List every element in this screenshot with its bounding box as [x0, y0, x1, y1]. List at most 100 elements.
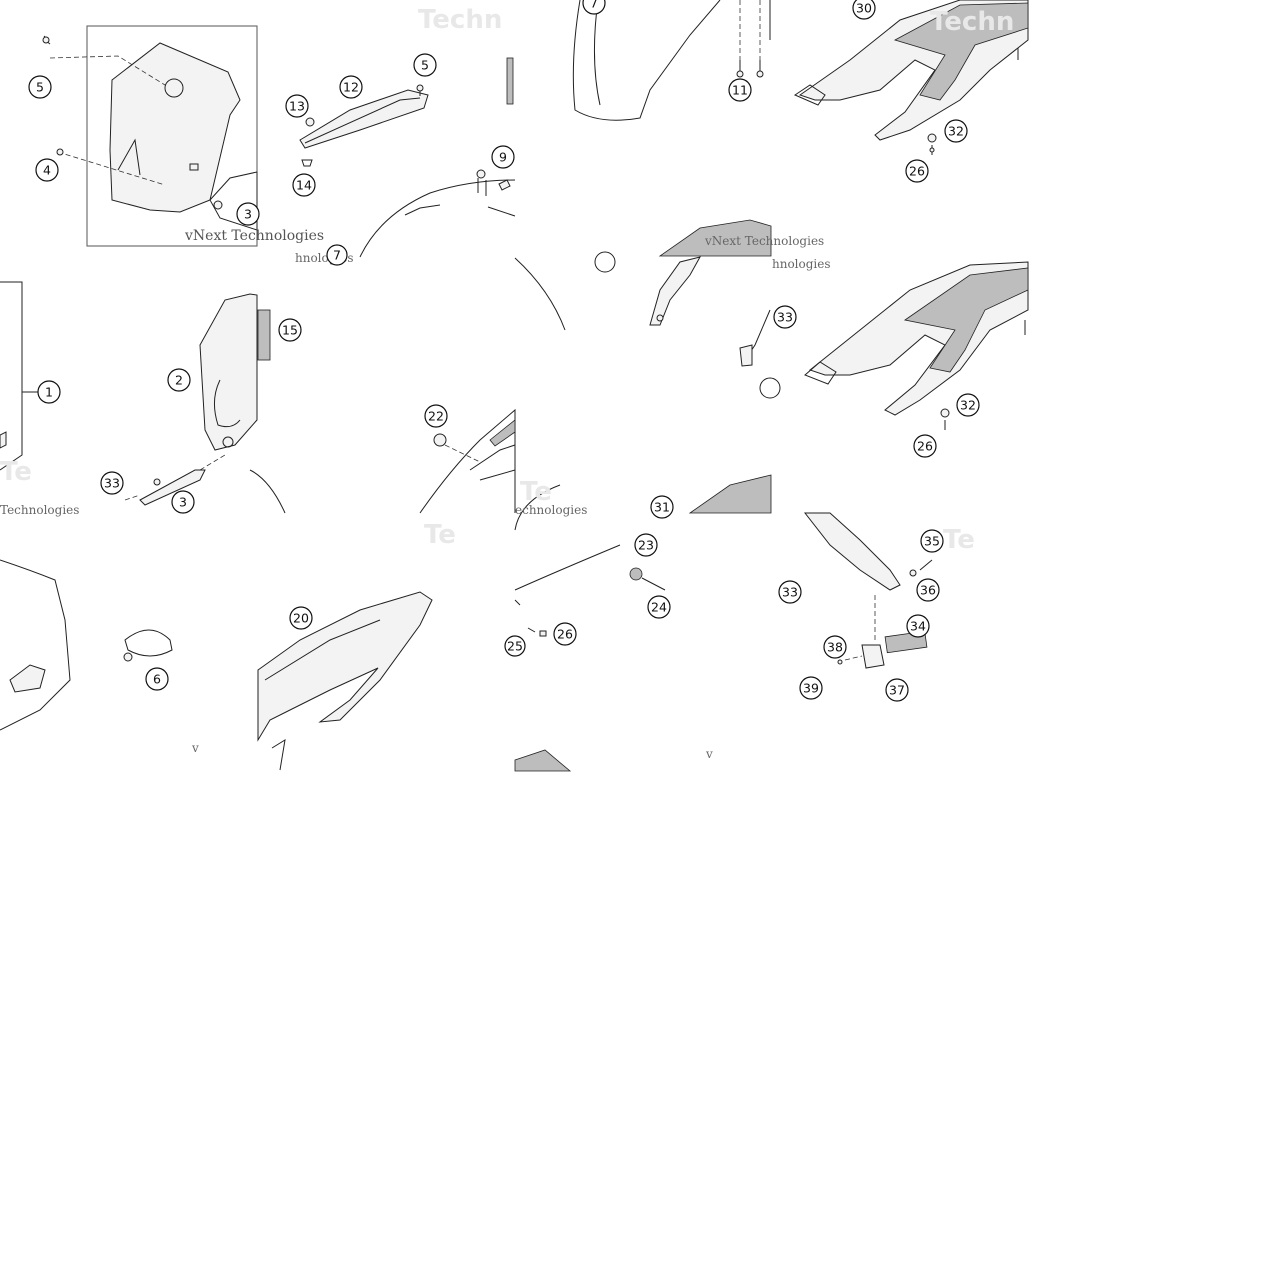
callout-33: 33 [100, 471, 124, 495]
svg-text:38: 38 [827, 640, 843, 655]
screw-icon [42, 35, 51, 45]
svg-text:23: 23 [638, 538, 654, 553]
svg-text:32: 32 [948, 124, 964, 139]
svg-text:15: 15 [282, 323, 298, 338]
svg-text:3: 3 [179, 495, 187, 510]
callout-3: 3 [236, 202, 260, 226]
svg-text:33: 33 [777, 310, 793, 325]
svg-text:36: 36 [920, 583, 936, 598]
svg-text:5: 5 [36, 80, 44, 95]
svg-text:4: 4 [43, 163, 51, 178]
callout-15: 15 [278, 318, 302, 342]
watermark-text: Techn [930, 7, 1014, 37]
watermark-text: hnologies [772, 257, 831, 271]
callout-22: 22 [424, 404, 448, 428]
callout-33c: 33 [778, 580, 802, 604]
svg-text:7: 7 [333, 248, 341, 263]
headlight-part [0, 559, 71, 731]
mask-part [199, 293, 258, 451]
watermark-text: vNext Technologies [184, 228, 324, 244]
tile-plate-holder: Te [803, 512, 975, 669]
callout-7b: 7 [582, 0, 606, 15]
svg-text:7: 7 [590, 0, 598, 11]
tile-headlight-mask: Te Technologies [0, 281, 286, 517]
callout-12: 12 [339, 75, 363, 99]
callout-39: 39 [799, 676, 823, 700]
callout-26: 26 [905, 159, 929, 183]
watermark-text: Te [943, 525, 975, 555]
svg-text:13: 13 [289, 99, 305, 114]
callout-14: 14 [292, 173, 316, 197]
callout-33b: 33 [773, 305, 797, 329]
tile-headlight-clamp: v [0, 559, 199, 755]
tile-spoiler: Te echnologies [514, 256, 781, 531]
tile-windshield: vNext Technologies [42, 25, 324, 247]
stray-mark: v [705, 747, 713, 761]
callout-20: 20 [289, 606, 313, 630]
watermark-text: Techn [418, 5, 502, 35]
callout-5b: 5 [413, 53, 437, 77]
svg-text:3: 3 [244, 207, 252, 222]
callout-35: 35 [920, 529, 944, 553]
svg-text:5: 5 [421, 58, 429, 73]
svg-text:33: 33 [782, 585, 798, 600]
callout-4: 4 [35, 158, 59, 182]
svg-text:14: 14 [296, 178, 312, 193]
callout-13: 13 [285, 94, 309, 118]
callout-38: 38 [823, 635, 847, 659]
svg-text:39: 39 [803, 681, 819, 696]
tail-part [803, 512, 901, 591]
watermark-text: Te [520, 477, 552, 507]
callout-25: 25 [504, 635, 526, 657]
watermark-text: Te [0, 457, 32, 487]
svg-text:35: 35 [924, 534, 940, 549]
callout-36: 36 [916, 578, 940, 602]
svg-text:20: 20 [293, 611, 309, 626]
callout-24: 24 [647, 595, 671, 619]
svg-text:26: 26 [557, 627, 573, 642]
callout-26c: 26 [553, 622, 577, 646]
shroud-part [419, 408, 516, 514]
guard-part [299, 89, 429, 149]
watermark-text: Te [424, 520, 456, 550]
clamp-part [124, 629, 173, 657]
tile-side-panel: Te [257, 520, 456, 771]
callout-11: 11 [728, 78, 752, 102]
fender-part [572, 0, 721, 121]
svg-text:12: 12 [343, 80, 359, 95]
callout-3b: 3 [171, 490, 195, 514]
tile-handguard: Techn hnologies [295, 5, 516, 265]
tile-tank-shroud [419, 408, 516, 514]
svg-text:24: 24 [651, 600, 667, 615]
svg-text:22: 22 [428, 409, 444, 424]
svg-text:1: 1 [45, 385, 53, 400]
watermark-text: echnologies [515, 503, 587, 517]
tile-rear-cover-2 [804, 261, 1029, 430]
callout-34: 34 [906, 614, 930, 638]
stray-mark: v [191, 741, 199, 755]
tile-front-fender: vNext Technologies [572, 0, 824, 273]
callout-37: 37 [885, 678, 909, 702]
watermark-text: vNext Technologies [704, 234, 824, 248]
callout-2: 2 [167, 368, 191, 392]
callout-6: 6 [145, 667, 169, 691]
svg-text:6: 6 [153, 672, 161, 687]
windshield-part [109, 42, 241, 213]
svg-text:32: 32 [960, 398, 976, 413]
callout-30: 30 [852, 0, 876, 20]
callout-31: 31 [650, 495, 674, 519]
svg-text:2: 2 [175, 373, 183, 388]
callout-26b: 26 [913, 434, 937, 458]
svg-text:26: 26 [909, 164, 925, 179]
tile-rear-cover: Techn hnologies [772, 0, 1029, 271]
tile-fasteners: v [514, 544, 713, 772]
svg-text:30: 30 [856, 1, 872, 16]
callout-7: 7 [326, 244, 348, 266]
watermark-text: Technologies [0, 503, 79, 517]
svg-text:26: 26 [917, 439, 933, 454]
svg-text:31: 31 [654, 500, 670, 515]
side-panel-part [257, 591, 433, 742]
callout-32b: 32 [956, 393, 980, 417]
callout-5: 5 [28, 75, 52, 99]
